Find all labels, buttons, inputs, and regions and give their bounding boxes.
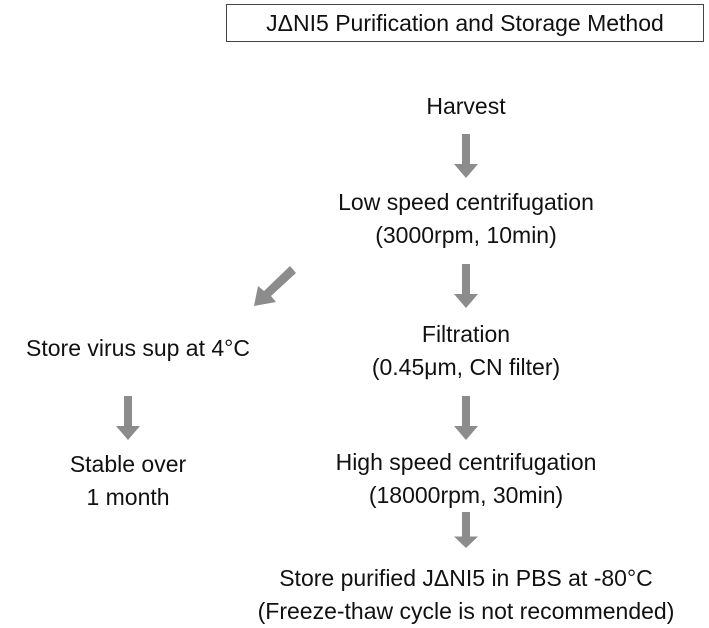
step-low-speed-detail: (3000rpm, 10min) <box>375 222 557 248</box>
diagonal-down-left-arrow-icon <box>252 266 296 306</box>
step-stable: Stable over 1 month <box>48 448 208 514</box>
diagram-title: JΔNI5 Purification and Storage Method <box>226 4 704 42</box>
step-store-virus-sup: Store virus sup at 4°C <box>0 332 276 365</box>
step-low-speed-title: Low speed centrifugation <box>338 189 594 215</box>
step-harvest-label: Harvest <box>426 93 506 119</box>
step-stable-line1: Stable over <box>69 451 187 477</box>
step-high-speed-detail: (18000rpm, 30min) <box>368 482 564 508</box>
step-high-speed-centrifugation: High speed centrifugation (18000rpm, 30m… <box>291 446 641 512</box>
step-low-speed-centrifugation: Low speed centrifugation (3000rpm, 10min… <box>296 186 636 252</box>
down-arrow-icon <box>454 134 478 178</box>
step-filtration-detail: (0.45μm, CN filter) <box>371 354 561 380</box>
step-stable-line2: 1 month <box>86 484 170 510</box>
step-filtration-title: Filtration <box>421 321 511 347</box>
step-store-purified-title: Store purified JΔNI5 in PBS at -80°C <box>279 565 653 591</box>
step-filtration: Filtration (0.45μm, CN filter) <box>316 318 616 384</box>
step-store-purified-note: (Freeze-thaw cycle is not recommended) <box>257 598 675 624</box>
step-high-speed-title: High speed centrifugation <box>335 449 597 475</box>
down-arrow-icon <box>454 264 478 308</box>
step-store-purified: Store purified JΔNI5 in PBS at -80°C (Fr… <box>236 562 696 628</box>
down-arrow-icon <box>454 396 478 440</box>
down-arrow-icon <box>116 396 140 440</box>
step-harvest: Harvest <box>366 90 566 123</box>
diagram-title-text: JΔNI5 Purification and Storage Method <box>266 9 664 36</box>
step-store-virus-sup-label: Store virus sup at 4°C <box>26 335 250 361</box>
down-arrow-icon <box>454 512 478 548</box>
